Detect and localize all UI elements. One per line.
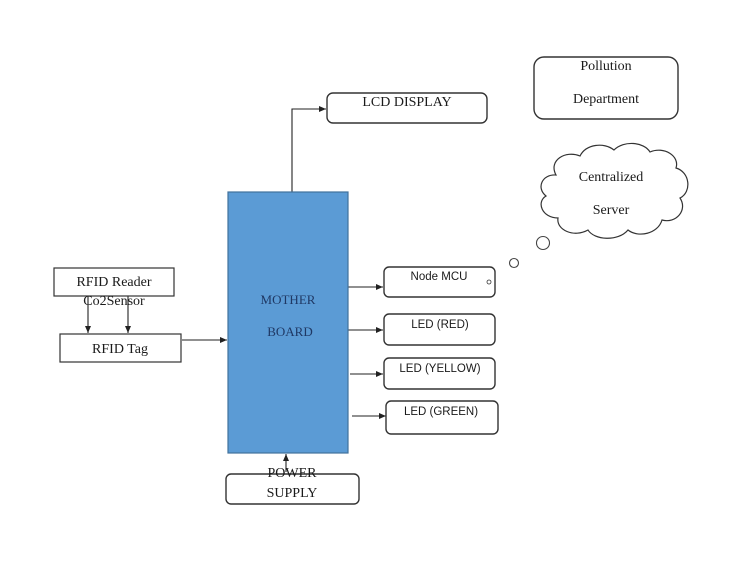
centralized-server-node: Centralized Server	[540, 142, 689, 239]
power-supply-node: POWER SUPPLY	[225, 466, 360, 505]
led-red-label: LED (RED)	[411, 319, 469, 331]
rfid-tag-label: RFID Tag	[92, 342, 148, 357]
lcd-display-label: LCD DISPLAY	[362, 95, 451, 110]
rfid-tag-node: RFID Tag	[59, 333, 182, 363]
thought-bubble-large	[535, 235, 551, 251]
cloud-shape	[540, 142, 689, 239]
edge-motherboard-to-lcd	[291, 106, 326, 192]
rfid-reader-label: RFID Reader	[76, 275, 151, 290]
power-supply-label-line1: POWER	[268, 466, 318, 481]
node-mcu-node: Node MCU	[383, 266, 496, 298]
pollution-department-node: Pollution Department	[533, 56, 679, 120]
led-green-label: LED (GREEN)	[404, 406, 478, 418]
node-mcu-label: Node MCU	[411, 271, 468, 283]
lcd-display-node: LCD DISPLAY	[326, 92, 488, 124]
led-yellow-label: LED (YELLOW)	[399, 363, 480, 375]
led-red-node: LED (RED)	[383, 313, 496, 346]
led-yellow-node: LED (YELLOW)	[383, 357, 496, 390]
power-supply-label-line2: SUPPLY	[267, 486, 318, 501]
small-circle-icon	[486, 279, 492, 285]
led-green-node: LED (GREEN)	[385, 400, 499, 435]
co2-sensor-label: Co2Sensor	[83, 294, 145, 309]
connectors	[85, 106, 386, 472]
centralized-server-label-line2: Server	[593, 203, 630, 218]
rfid-reader-node: RFID Reader	[53, 267, 175, 297]
motherboard-label-line2: BOARD	[267, 324, 313, 339]
motherboard-node: MOTHER BOARD	[227, 191, 349, 454]
thought-bubble-small	[508, 257, 520, 269]
motherboard-label-line1: MOTHER	[261, 292, 316, 307]
centralized-server-label-line1: Centralized	[579, 170, 644, 185]
pollution-department-label-line1: Pollution	[580, 59, 631, 74]
pollution-department-label-line2: Department	[573, 92, 639, 107]
